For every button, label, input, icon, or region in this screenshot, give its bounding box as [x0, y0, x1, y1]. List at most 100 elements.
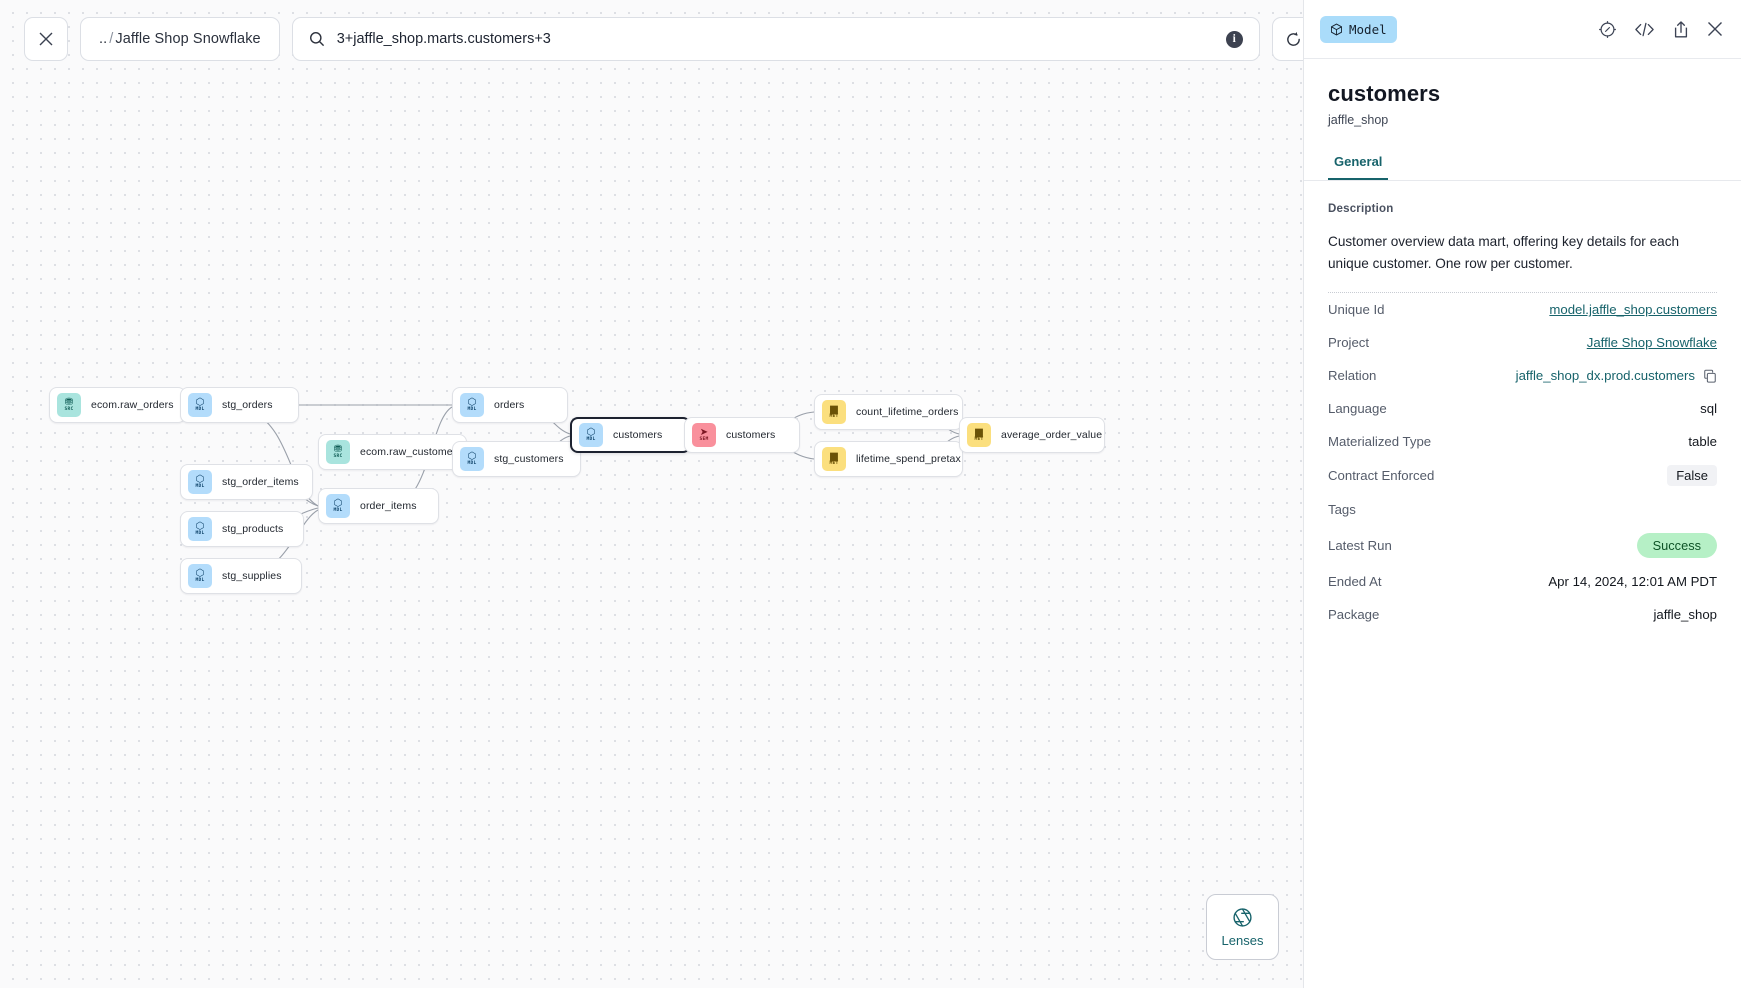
node-type-tag: MDL: [333, 507, 343, 513]
canvas-toolbar: .. / Jaffle Shop Snowflake i: [24, 17, 1303, 61]
page-title: customers: [1328, 81, 1441, 106]
graph-node-label: stg_products: [222, 523, 284, 535]
graph-node-average_order_value[interactable]: ▆MET average_order_value: [959, 417, 1105, 453]
panel-header-actions: [1598, 20, 1729, 39]
page-subtitle: jaffle_shop: [1328, 113, 1389, 127]
node-type-tag: MET: [829, 413, 839, 419]
close-lineage-button[interactable]: [24, 17, 68, 61]
mdl-type-icon: ⬡MDL: [326, 494, 350, 518]
metadata-value-wrap: sql: [1700, 401, 1717, 416]
graph-node-label: ecom.raw_customers: [360, 446, 462, 458]
graph-node-ecom_raw_orders[interactable]: ⛃SRC ecom.raw_orders: [49, 387, 186, 423]
tab-general[interactable]: General: [1328, 154, 1389, 180]
graph-node-label: count_lifetime_orders: [856, 406, 959, 418]
mdl-type-icon: ⬡MDL: [188, 564, 212, 588]
node-type-tag: MDL: [467, 460, 477, 466]
breadcrumb-separator: /: [109, 31, 114, 47]
graph-node-label: order_items: [360, 500, 417, 512]
metadata-value-wrap: False: [1667, 465, 1717, 487]
metadata-row: Tags: [1328, 493, 1717, 526]
node-type-tag: MDL: [195, 577, 205, 583]
graph-node-label: average_order_value: [1001, 429, 1103, 441]
node-glyph: ⬡: [195, 396, 205, 408]
search-input[interactable]: [336, 31, 1226, 47]
metadata-key: Unique Id: [1328, 302, 1385, 318]
refresh-button[interactable]: [1271, 17, 1303, 61]
metadata-key: Ended At: [1328, 574, 1382, 590]
metadata-value-text: jaffle_shop: [1653, 607, 1717, 623]
metadata-row: Language sql: [1328, 392, 1717, 425]
metadata-value-text: table: [1688, 434, 1717, 450]
breadcrumb[interactable]: .. / Jaffle Shop Snowflake: [80, 17, 280, 61]
mdl-type-icon: ⬡MDL: [460, 447, 484, 471]
metadata-row: Ended At Apr 14, 2024, 12:01 AM PDT: [1328, 565, 1717, 598]
metadata-value-text: Apr 14, 2024, 12:01 AM PDT: [1548, 574, 1717, 590]
graph-node-label: customers: [726, 429, 776, 441]
node-type-tag: MET: [829, 460, 839, 466]
metadata-value-text: sql: [1700, 401, 1717, 417]
lenses-button[interactable]: Lenses: [1206, 894, 1279, 960]
info-icon[interactable]: i: [1225, 30, 1243, 48]
code-icon[interactable]: [1634, 21, 1655, 38]
description-label: Description: [1328, 203, 1394, 215]
metadata-row: Unique Id model.jaffle_shop.customers: [1328, 293, 1717, 326]
node-type-tag: SEM: [699, 436, 709, 442]
node-glyph: ⛃: [64, 396, 74, 408]
graph-node-label: ecom.raw_orders: [91, 399, 174, 411]
node-type-tag: MDL: [467, 406, 477, 412]
metadata-key: Language: [1328, 401, 1387, 417]
metadata-value-wrap: jaffle_shop: [1653, 607, 1717, 622]
graph-node-stg_products[interactable]: ⬡MDL stg_products: [180, 511, 304, 547]
close-icon[interactable]: [1707, 21, 1723, 37]
mdl-type-icon: ⬡MDL: [188, 393, 212, 417]
metadata-value-wrap: model.jaffle_shop.customers: [1549, 302, 1717, 317]
metadata-value-wrap: table: [1688, 434, 1717, 449]
node-type-tag: SRC: [64, 406, 74, 412]
breadcrumb-prefix: ..: [99, 31, 108, 47]
met-type-icon: ▆MET: [967, 423, 991, 447]
close-icon: [39, 32, 53, 46]
node-glyph: ⬡: [195, 520, 205, 532]
graph-node-label: stg_order_items: [222, 476, 299, 488]
graph-node-label: stg_customers: [494, 453, 564, 465]
lineage-search-field[interactable]: i: [291, 17, 1260, 61]
metadata-key: Package: [1328, 607, 1380, 623]
node-type-tag: MDL: [195, 406, 205, 412]
metadata-value-link[interactable]: Jaffle Shop Snowflake: [1586, 335, 1717, 351]
node-glyph: ⬡: [195, 567, 205, 579]
graph-node-label: stg_orders: [222, 399, 273, 411]
graph-node-stg_customers[interactable]: ⬡MDL stg_customers: [452, 441, 581, 477]
graph-node-order_items[interactable]: ⬡MDL order_items: [318, 488, 439, 524]
graph-node-stg_orders[interactable]: ⬡MDL stg_orders: [180, 387, 299, 423]
metadata-value-link[interactable]: model.jaffle_shop.customers: [1549, 302, 1717, 318]
lineage-canvas[interactable]: .. / Jaffle Shop Snowflake i: [0, 0, 1303, 988]
description-text: Customer overview data mart, offering ke…: [1328, 234, 1680, 272]
details-panel: Model: [1303, 0, 1741, 988]
mdl-type-icon: ⬡MDL: [188, 517, 212, 541]
node-glyph: ⬡: [586, 426, 596, 438]
copy-icon[interactable]: [1703, 369, 1717, 383]
src-type-icon: ⛃SRC: [57, 393, 81, 417]
node-glyph: ▆: [830, 450, 838, 462]
node-type-tag: MDL: [195, 483, 205, 489]
graph-node-ecom_raw_customers[interactable]: ⛃SRC ecom.raw_customers: [318, 434, 467, 470]
node-glyph: ▆: [975, 426, 983, 438]
breadcrumb-project: Jaffle Shop Snowflake: [115, 31, 261, 47]
src-type-icon: ⛃SRC: [326, 440, 350, 464]
metadata-value-wrap: Apr 14, 2024, 12:01 AM PDT: [1548, 574, 1717, 589]
compass-icon[interactable]: [1598, 20, 1617, 39]
share-icon[interactable]: [1672, 20, 1690, 39]
node-type-tag: MET: [974, 436, 984, 442]
